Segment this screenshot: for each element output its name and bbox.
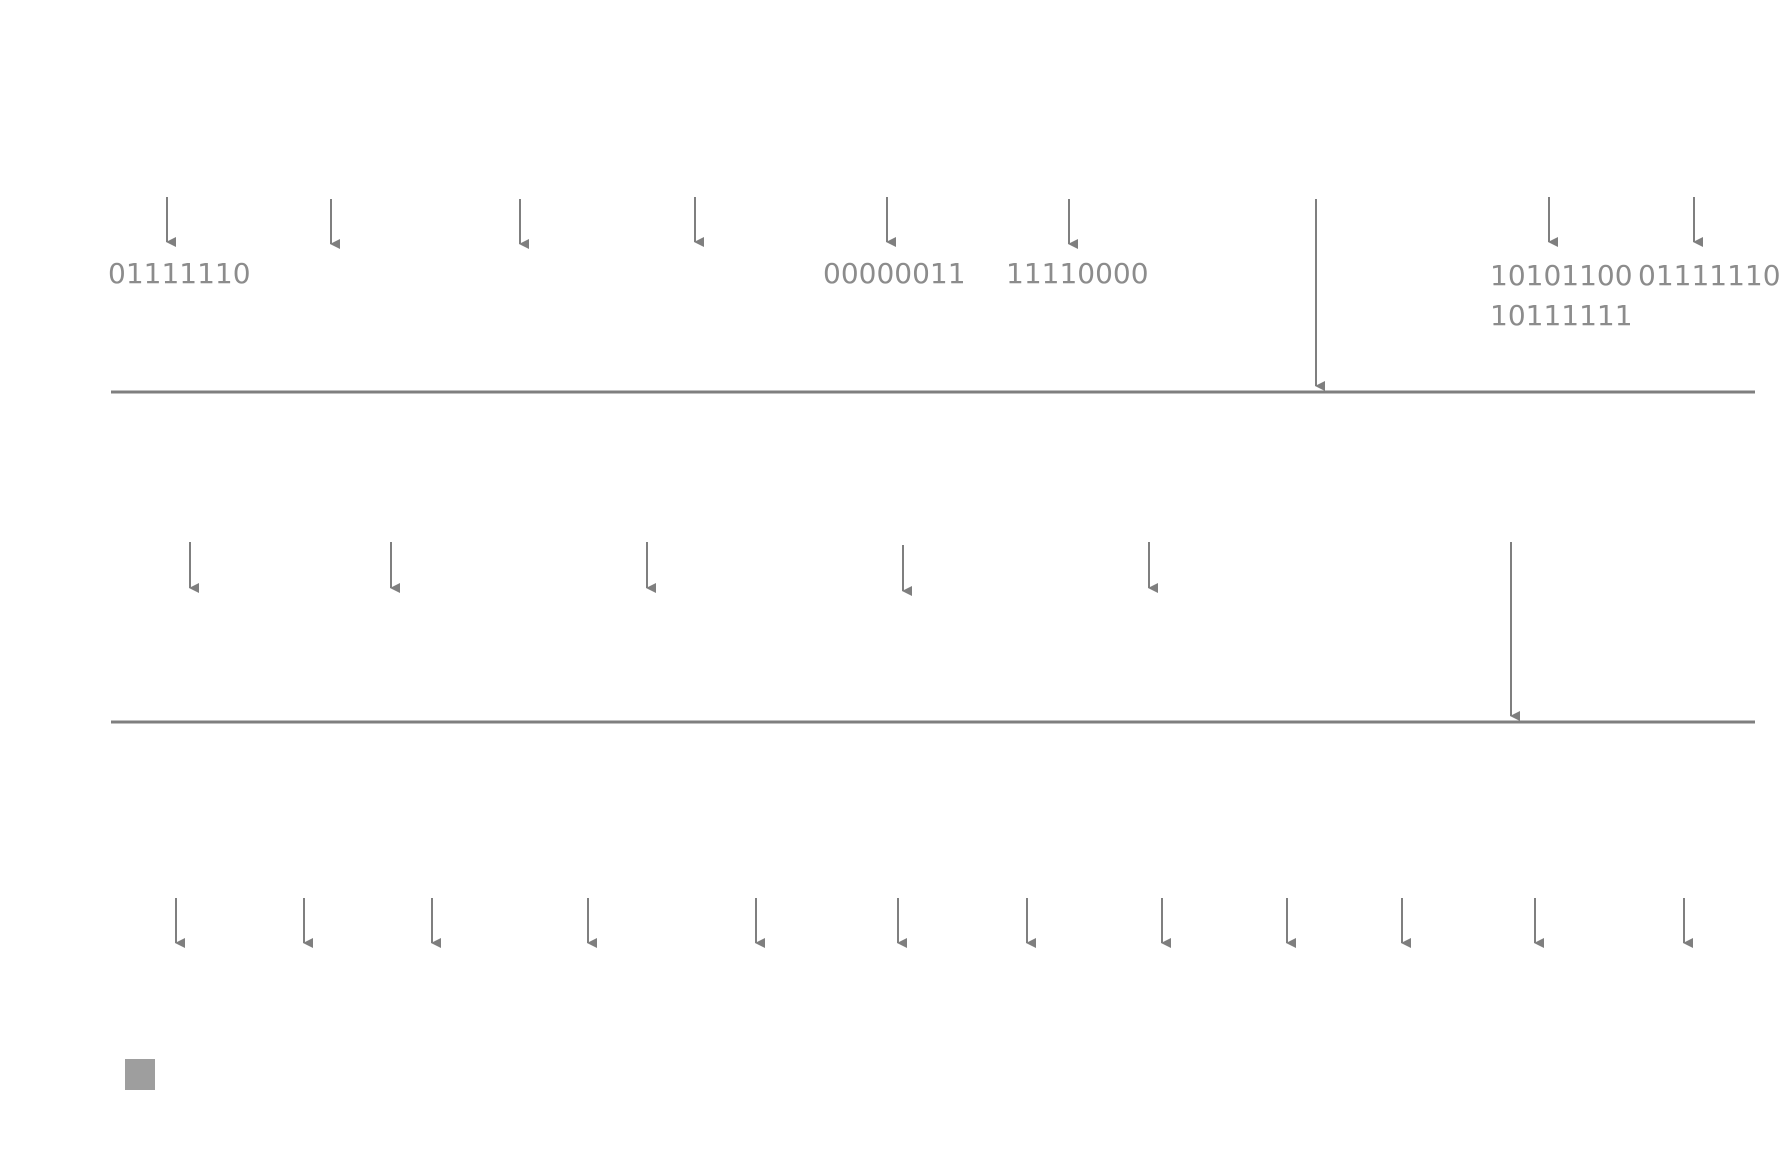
row-2-arrows	[189, 542, 1520, 721]
end-flag-label: 01111110	[1638, 259, 1781, 292]
grey-square-marker	[125, 1059, 155, 1090]
row-3-arrows	[175, 898, 1693, 948]
fcs-second-byte-label: 10111111	[1490, 299, 1633, 332]
address-byte-label: 00000011	[823, 257, 966, 290]
control-byte-label: 11110000	[1006, 257, 1149, 290]
fcs-first-byte-label: 10101100	[1490, 259, 1633, 292]
row-1-arrows	[166, 197, 1703, 391]
start-flag-label: 01111110	[108, 257, 251, 290]
